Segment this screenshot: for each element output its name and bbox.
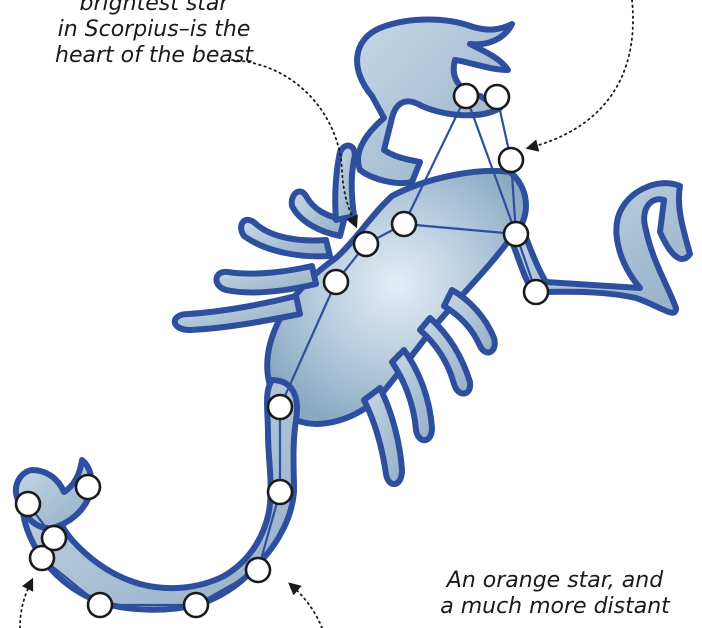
caption-antares: brightest star in Scorpius–is the heart … xyxy=(34,0,274,69)
left-leg-3 xyxy=(216,266,316,292)
left-leg-5 xyxy=(335,146,355,220)
scorpion-body xyxy=(16,20,690,610)
star-8 xyxy=(524,280,548,304)
star-4 xyxy=(392,212,416,236)
star-10 xyxy=(268,480,292,504)
right-leg-3 xyxy=(392,350,432,440)
star-3 xyxy=(499,148,523,172)
star-15 xyxy=(42,526,66,550)
star-2 xyxy=(485,85,509,109)
star-11 xyxy=(246,558,270,582)
arrow-bottom-left xyxy=(20,580,32,628)
star-12 xyxy=(184,593,208,617)
arrow-top-right xyxy=(528,0,633,148)
star-1 xyxy=(454,84,478,108)
star-17 xyxy=(76,475,100,499)
caption-antares-line-2: in Scorpius–is the xyxy=(34,17,274,43)
caption-antares-line-3: heart of the beast xyxy=(34,43,274,69)
caption-orange-star-line-1: An orange star, and xyxy=(420,568,690,594)
right-leg-4 xyxy=(364,388,402,484)
star-9 xyxy=(268,395,292,419)
star-7 xyxy=(324,270,348,294)
caption-orange-star-line-2: a much more distant xyxy=(420,594,690,620)
arrow-bottom-center xyxy=(290,584,322,628)
caption-antares-line-1: brightest star xyxy=(34,0,274,17)
star-16 xyxy=(16,492,40,516)
star-13 xyxy=(88,593,112,617)
star-antares xyxy=(354,232,378,256)
right-leg-2 xyxy=(420,318,470,394)
caption-orange-star: An orange star, and a much more distant xyxy=(420,568,690,620)
star-6 xyxy=(504,222,528,246)
